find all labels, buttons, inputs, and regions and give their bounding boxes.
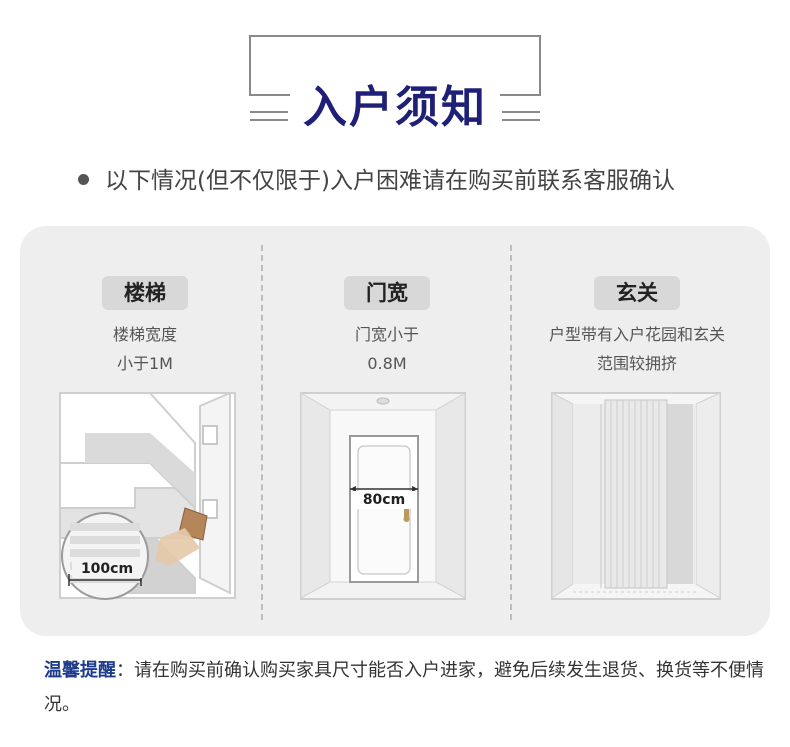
notice-text: 温馨提醒：请在购买前确认购买家具尺寸能否入户进家，避免后续发生退货、换货等不便情… [44,654,764,722]
title-block: 入户须知 [0,0,790,140]
stairs-illustration [59,391,236,600]
title-frame-decoration [249,35,541,121]
folding-door [604,399,668,589]
foyer-desc-line2: 范围较拥挤 [596,354,677,373]
door-desc: 门宽小于 0.8M [262,320,512,378]
column-divider [510,245,512,620]
foyer-desc-line1: 户型带有入户花园和玄关 [548,325,725,344]
column-divider [261,245,263,620]
foyer-label: 玄关 [594,276,680,310]
foyer-desc: 户型带有入户花园和玄关 范围较拥挤 [512,320,762,378]
intro-text: 以下情况(但不仅限于)入户困难请在购买前联系客服确认 [105,168,675,194]
door-desc-line2: 0.8M [367,354,407,373]
notice-body: ：请在购买前确认购买家具尺寸能否入户进家，避免后续发生退货、换货等不便情况。 [44,660,764,715]
door-measure: 80cm [352,491,416,509]
stairs-desc: 楼梯宽度 小于1M [20,320,270,378]
notice-label: 温馨提醒 [44,660,116,681]
door-desc-line1: 门宽小于 [354,325,419,344]
stairs-desc-line2: 小于1M [117,354,173,373]
intro-line: 以下情况(但不仅限于)入户困难请在购买前联系客服确认 [78,166,675,196]
foyer-illustration [551,392,721,600]
page-title: 入户须知 [303,82,487,133]
column-foyer: 玄关 户型带有入户花园和玄关 范围较拥挤 [512,226,762,378]
column-door: 门宽 门宽小于 0.8M [262,226,512,378]
door-label: 门宽 [344,276,430,310]
column-stairs: 楼梯 楼梯宽度 小于1M [20,226,270,378]
stairs-desc-line1: 楼梯宽度 [112,325,177,344]
stairs-label: 楼梯 [102,276,188,310]
stairs-measure: 100cm [72,560,142,578]
bullet-dot-icon [78,174,89,185]
